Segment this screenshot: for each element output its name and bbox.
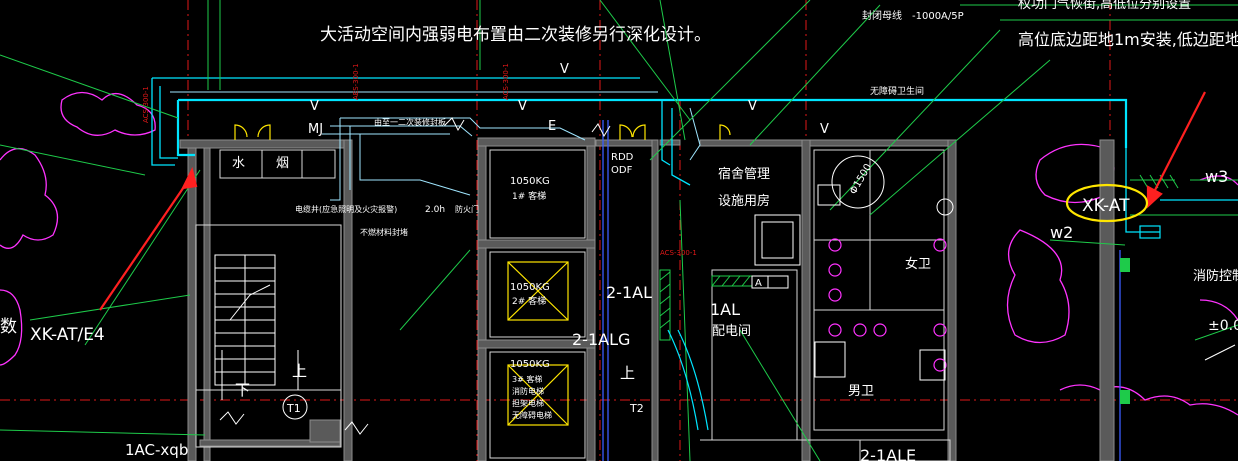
tag-ac-xqb: 1AC-xqb xyxy=(125,441,188,459)
busway-curve-2 xyxy=(677,329,709,431)
elevator3-line-4: 无障碍电梯 xyxy=(512,410,552,420)
right-junction-boxes xyxy=(1120,258,1130,404)
tag-v-left: V xyxy=(310,99,319,114)
highlight-ellipse xyxy=(1065,183,1149,223)
dorm-line-2: 设施用房 xyxy=(718,193,770,209)
tag-2-1alg: 2-1ALG xyxy=(572,330,630,349)
female-wc: 女卫 xyxy=(905,256,931,272)
distribution-room: 配电间 xyxy=(712,324,751,339)
stair-up: 上 xyxy=(292,362,307,380)
tag-1al: 1AL xyxy=(710,300,740,319)
tag-mj: MJ xyxy=(308,122,323,137)
tag-e: E xyxy=(548,119,556,134)
elevator1-name: 1# 客梯 xyxy=(512,190,546,202)
top-note: 大活动空间内强弱电布置由二次装修另行深化设计。 xyxy=(320,25,711,45)
vert-tag-4: ACS-300-1 xyxy=(660,249,697,257)
tray-note: 由至一二次装修封板 xyxy=(374,117,446,127)
toilet-fixtures xyxy=(828,238,947,372)
fire-rating: 2.0h xyxy=(425,205,445,215)
weak-cable-note: 电缆井(应急照明及火灾报警) xyxy=(295,204,397,214)
tag-a: A xyxy=(755,278,762,289)
tag-2-1ale: 2-1ALE xyxy=(860,446,916,461)
tag-v-top: V xyxy=(560,62,569,77)
busway-rating: -1000A/5P xyxy=(912,11,964,22)
elevator2-capacity: 1050KG xyxy=(510,282,550,293)
vert-tag-2: AES-300-1 xyxy=(352,63,360,100)
revision-clouds xyxy=(0,91,1238,416)
tag-v-right2: V xyxy=(820,122,829,137)
vertical-tags: ACS-300-1 AES-300-1 ACS-300-1 ACS-300-1 xyxy=(142,63,697,257)
tag-rdd: RDD xyxy=(611,152,634,163)
elevator-shafts xyxy=(507,261,569,426)
room-smoke: 烟 xyxy=(276,156,289,171)
cable-tray-route xyxy=(151,77,1238,239)
tag-xk-at-e4: XK-AT/E4 xyxy=(30,325,105,345)
tag-v-right: V xyxy=(748,99,757,114)
level-marker xyxy=(1204,344,1236,361)
wall-linework xyxy=(195,149,951,461)
tag-v-mid: V xyxy=(518,99,527,114)
busway-hatch xyxy=(659,269,789,341)
male-wc: 男卫 xyxy=(848,384,874,399)
fire-door-note: 防火门 xyxy=(455,204,479,214)
top-cut-note: 权功门气恢街,高低位分别设置 xyxy=(1018,0,1191,12)
blue-cable-lines xyxy=(602,120,1121,461)
tag-xk-at-right: XK-AT xyxy=(1082,196,1130,216)
elevator3-capacity: 1050KG xyxy=(510,359,550,370)
vert-tag-3: ACS-300-1 xyxy=(502,63,510,100)
elevator3-line-1: 3# 客梯 xyxy=(512,374,542,384)
elevator1-capacity: 1050KG xyxy=(510,176,550,187)
walls xyxy=(179,137,1115,461)
stair xyxy=(214,254,308,420)
accessible-wc-label: 无障碍卫生间 xyxy=(870,85,924,97)
mounting-height-note: 高位底边距地1m安装,低边距地0.5 xyxy=(1018,30,1238,49)
fire-control-room: 消防控制 xyxy=(1193,268,1238,284)
stair-up-2: 上 xyxy=(620,364,635,382)
elevator2-name: 2# 客梯 xyxy=(512,295,546,307)
elevator3-line-3: 担架电梯 xyxy=(512,398,544,408)
tag-shu: 数 xyxy=(0,317,17,337)
tag-t2: T2 xyxy=(629,402,644,415)
nonburn-note: 不燃材料封堵 xyxy=(360,227,408,237)
wire-zigzags xyxy=(219,117,611,435)
stair-down: 下 xyxy=(235,381,250,399)
elevator3-line-2: 消防电梯 xyxy=(512,386,544,396)
dorm-line-1: 宿舍管理 xyxy=(718,166,770,182)
tag-odf: ODF xyxy=(611,165,633,176)
tag-pm00: ±0.0 xyxy=(1208,318,1238,334)
toilet-stalls xyxy=(754,155,954,381)
busway-label: 封闭母线 xyxy=(862,9,902,22)
red-arrows xyxy=(99,91,1206,311)
vert-tag-1: ACS-300-1 xyxy=(142,86,150,123)
tag-2-1al: 2-1AL xyxy=(606,283,652,302)
busway-curve xyxy=(667,329,699,431)
doors xyxy=(234,124,731,140)
tag-w2: w2 xyxy=(1050,223,1073,242)
tag-t1: T1 xyxy=(286,402,301,415)
tag-w3: w3 xyxy=(1205,167,1228,186)
room-water: 水 xyxy=(232,156,245,171)
